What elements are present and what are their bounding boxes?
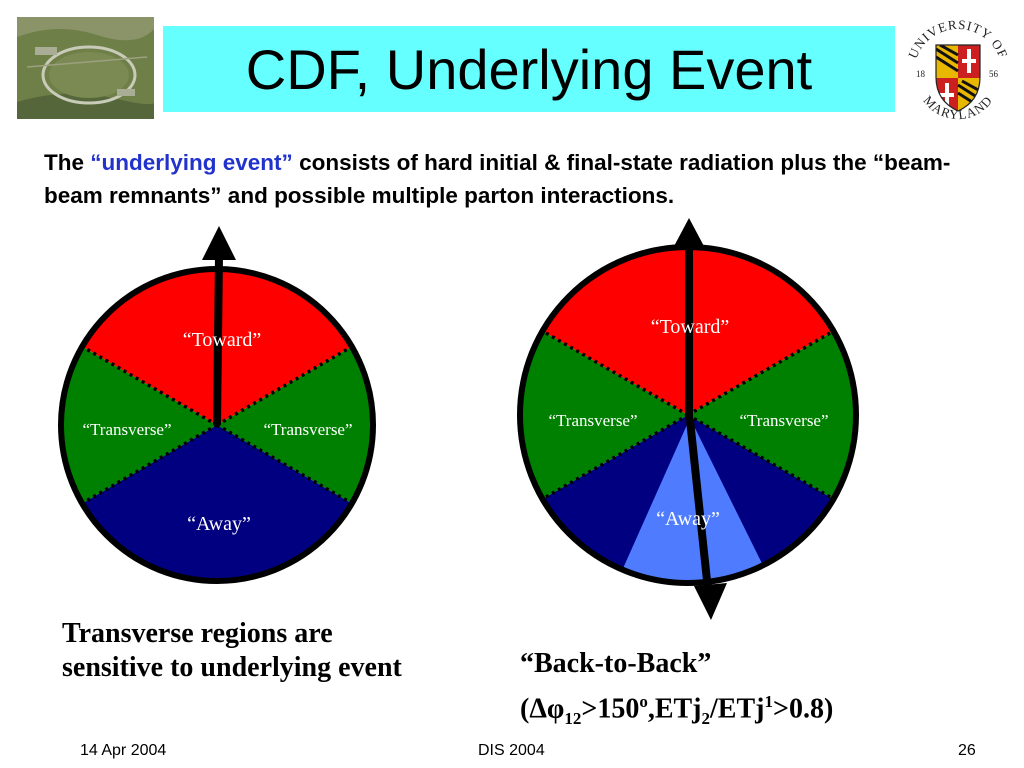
right-transverse-right-region	[688, 331, 856, 499]
footer-page-number: 26	[958, 742, 976, 759]
left-transverse-right-region	[217, 347, 373, 503]
left-boundary-line	[216, 423, 352, 505]
condition-sub-2: 2	[701, 708, 711, 728]
right-jet-arrow-up-head-icon	[672, 218, 706, 250]
intro-highlight: “underlying event”	[90, 150, 293, 175]
condition-degree: o	[639, 692, 648, 711]
right-transverse-left-label: “Transverse”	[548, 411, 637, 430]
condition-delta-phi: Δφ	[529, 693, 565, 725]
right-boundary-line	[541, 329, 689, 417]
intro-suffix: consists of hard initial & final-state r…	[44, 150, 951, 208]
slide-title: CDF, Underlying Event	[245, 37, 813, 101]
condition-etj: ,ETj	[647, 693, 702, 725]
condition-open-paren: (	[520, 693, 530, 725]
right-boundary-line	[541, 413, 689, 501]
right-transverse-right-label: “Transverse”	[739, 411, 828, 430]
left-toward-label: “Toward”	[183, 329, 262, 351]
intro-paragraph: The “underlying event” consists of hard …	[44, 146, 984, 212]
back-to-back-condition: (Δφ12>150o,ETj2/ETj1>0.8)	[520, 683, 940, 738]
transverse-sensitivity-note: Transverse regions are sensitive to unde…	[62, 618, 402, 683]
back-to-back-title: “Back-to-Back”	[520, 648, 712, 679]
university-seal-icon: UNIVERSITY OF MARYLAND 18 56	[902, 17, 1014, 129]
right-jet-arrow-down-shaft	[686, 419, 712, 591]
left-boundary-line	[216, 345, 352, 427]
condition-ratio-tail: >0.8)	[772, 693, 834, 725]
left-boundary-line	[82, 345, 218, 427]
condition-gt-150: >150	[581, 693, 640, 725]
condition-sub-12: 12	[564, 708, 582, 728]
right-toward-label: “Toward”	[651, 316, 730, 338]
left-jet-arrow-head-icon	[202, 226, 236, 260]
back-to-back-note: “Back-to-Back” (Δφ12>150o,ETj2/ETj1>0.8)	[520, 645, 940, 738]
right-boundary-line	[687, 329, 835, 417]
right-away-cone-region	[600, 418, 790, 583]
seal-year-right: 56	[989, 69, 999, 79]
diagram-left: “Toward” “Transverse” “Transverse” “Away…	[58, 226, 376, 584]
aerial-photo-drawing	[17, 17, 154, 119]
footer-date: 14 Apr 2004	[80, 742, 167, 759]
right-transverse-left-region	[520, 331, 688, 499]
right-away-label: “Away”	[656, 508, 720, 530]
left-away-label: “Away”	[187, 513, 251, 535]
condition-sup-1: 1	[764, 692, 773, 711]
left-jet-arrow-shaft	[213, 254, 223, 426]
accelerator-aerial-photo	[17, 17, 154, 119]
condition-slash-etj: /ETj	[710, 693, 765, 725]
diagram-right: “Toward” “Transverse” “Transverse” “Away…	[517, 218, 859, 620]
left-boundary-line	[82, 423, 218, 505]
footer-conference: DIS 2004	[478, 742, 545, 759]
left-transverse-left-label: “Transverse”	[82, 420, 171, 439]
left-transverse-left-region	[61, 347, 217, 503]
right-jet-arrow-down-head-icon	[694, 583, 727, 620]
right-boundary-line	[687, 413, 835, 501]
left-away-region	[82, 425, 352, 580]
title-banner: CDF, Underlying Event	[163, 26, 895, 112]
intro-prefix: The	[44, 150, 91, 175]
left-transverse-right-label: “Transverse”	[263, 420, 352, 439]
seal-year-left: 18	[916, 69, 926, 79]
